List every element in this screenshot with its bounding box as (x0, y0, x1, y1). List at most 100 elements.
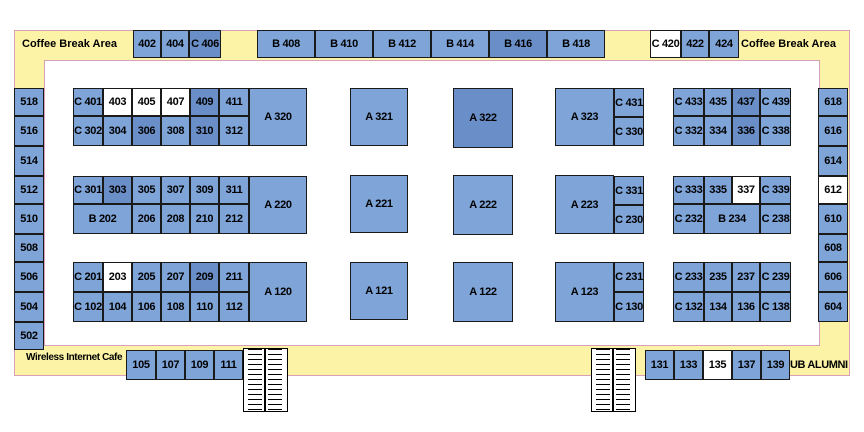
booth-335[interactable]: 335 (704, 176, 732, 204)
booth-c331[interactable]: C 331 (614, 176, 644, 205)
booth-a122[interactable]: A 122 (453, 262, 513, 322)
booth-210[interactable]: 210 (190, 204, 219, 234)
booth-b202[interactable]: B 202 (73, 204, 132, 234)
booth-237[interactable]: 237 (732, 262, 760, 292)
booth-308[interactable]: 308 (161, 116, 190, 146)
booth-b412[interactable]: B 412 (373, 30, 431, 58)
booth-c420[interactable]: C 420 (650, 30, 681, 58)
booth-c439[interactable]: C 439 (760, 88, 791, 116)
booth-b234[interactable]: B 234 (704, 204, 760, 234)
booth-405[interactable]: 405 (132, 88, 161, 116)
booth-618[interactable]: 618 (818, 88, 848, 116)
booth-c406[interactable]: C 406 (189, 30, 221, 58)
booth-411[interactable]: 411 (219, 88, 249, 116)
booth-312[interactable]: 312 (219, 116, 249, 146)
booth-a321[interactable]: A 321 (350, 88, 408, 146)
booth-c231[interactable]: C 231 (614, 262, 644, 292)
booth-c338[interactable]: C 338 (760, 116, 791, 146)
booth-614[interactable]: 614 (818, 146, 848, 176)
booth-b410[interactable]: B 410 (315, 30, 373, 58)
booth-b418[interactable]: B 418 (547, 30, 605, 58)
booth-403[interactable]: 403 (103, 88, 132, 116)
booth-506[interactable]: 506 (14, 262, 44, 292)
booth-b414[interactable]: B 414 (431, 30, 489, 58)
booth-108[interactable]: 108 (161, 292, 190, 322)
booth-c302[interactable]: C 302 (73, 116, 103, 146)
booth-c301[interactable]: C 301 (73, 176, 103, 204)
booth-514[interactable]: 514 (14, 146, 44, 176)
booth-c102[interactable]: C 102 (73, 292, 103, 322)
booth-334[interactable]: 334 (704, 116, 732, 146)
booth-a320[interactable]: A 320 (249, 88, 307, 146)
booth-109[interactable]: 109 (185, 350, 214, 380)
booth-424[interactable]: 424 (709, 30, 739, 58)
booth-107[interactable]: 107 (156, 350, 185, 380)
booth-502[interactable]: 502 (14, 322, 44, 350)
booth-404[interactable]: 404 (161, 30, 189, 58)
booth-c401[interactable]: C 401 (73, 88, 103, 116)
booth-c330[interactable]: C 330 (614, 117, 644, 146)
booth-305[interactable]: 305 (132, 176, 161, 204)
booth-606[interactable]: 606 (818, 262, 848, 292)
booth-203[interactable]: 203 (103, 262, 132, 292)
booth-307[interactable]: 307 (161, 176, 190, 204)
booth-612[interactable]: 612 (818, 176, 848, 204)
booth-c138[interactable]: C 138 (760, 292, 791, 322)
booth-208[interactable]: 208 (161, 204, 190, 234)
booth-104[interactable]: 104 (103, 292, 132, 322)
booth-c333[interactable]: C 333 (673, 176, 704, 204)
booth-c232[interactable]: C 232 (673, 204, 704, 234)
booth-435[interactable]: 435 (704, 88, 732, 116)
booth-111[interactable]: 111 (214, 350, 243, 380)
booth-139[interactable]: 139 (761, 350, 790, 380)
booth-136[interactable]: 136 (732, 292, 760, 322)
booth-c201[interactable]: C 201 (73, 262, 103, 292)
booth-407[interactable]: 407 (161, 88, 190, 116)
booth-c230[interactable]: C 230 (614, 205, 644, 234)
booth-110[interactable]: 110 (190, 292, 219, 322)
booth-306[interactable]: 306 (132, 116, 161, 146)
booth-134[interactable]: 134 (704, 292, 732, 322)
booth-518[interactable]: 518 (14, 88, 44, 116)
booth-135[interactable]: 135 (703, 350, 732, 380)
booth-137[interactable]: 137 (732, 350, 761, 380)
booth-512[interactable]: 512 (14, 176, 44, 204)
booth-a323[interactable]: A 323 (555, 88, 614, 146)
booth-c433[interactable]: C 433 (673, 88, 704, 116)
booth-a223[interactable]: A 223 (555, 175, 614, 234)
booth-a322[interactable]: A 322 (453, 88, 513, 148)
booth-c431[interactable]: C 431 (614, 88, 644, 117)
booth-235[interactable]: 235 (704, 262, 732, 292)
booth-c130[interactable]: C 130 (614, 292, 644, 322)
booth-a222[interactable]: A 222 (453, 175, 513, 235)
booth-c132[interactable]: C 132 (673, 292, 704, 322)
booth-437[interactable]: 437 (732, 88, 760, 116)
booth-608[interactable]: 608 (818, 234, 848, 262)
booth-112[interactable]: 112 (219, 292, 249, 322)
booth-310[interactable]: 310 (190, 116, 219, 146)
booth-510[interactable]: 510 (14, 204, 44, 234)
booth-504[interactable]: 504 (14, 292, 44, 322)
booth-205[interactable]: 205 (132, 262, 161, 292)
booth-a221[interactable]: A 221 (350, 175, 408, 233)
booth-131[interactable]: 131 (645, 350, 674, 380)
booth-337[interactable]: 337 (732, 176, 760, 204)
booth-304[interactable]: 304 (103, 116, 132, 146)
booth-207[interactable]: 207 (161, 262, 190, 292)
booth-604[interactable]: 604 (818, 292, 848, 322)
booth-b416[interactable]: B 416 (489, 30, 547, 58)
booth-311[interactable]: 311 (219, 176, 249, 204)
booth-c332[interactable]: C 332 (673, 116, 704, 146)
booth-a220[interactable]: A 220 (249, 176, 307, 234)
booth-105[interactable]: 105 (126, 350, 156, 380)
booth-212[interactable]: 212 (219, 204, 249, 234)
booth-c339[interactable]: C 339 (760, 176, 791, 204)
booth-402[interactable]: 402 (133, 30, 161, 58)
booth-209[interactable]: 209 (190, 262, 219, 292)
booth-c233[interactable]: C 233 (673, 262, 704, 292)
booth-610[interactable]: 610 (818, 204, 848, 234)
booth-c238[interactable]: C 238 (760, 204, 791, 234)
booth-309[interactable]: 309 (190, 176, 219, 204)
booth-303[interactable]: 303 (103, 176, 132, 204)
booth-336[interactable]: 336 (732, 116, 760, 146)
